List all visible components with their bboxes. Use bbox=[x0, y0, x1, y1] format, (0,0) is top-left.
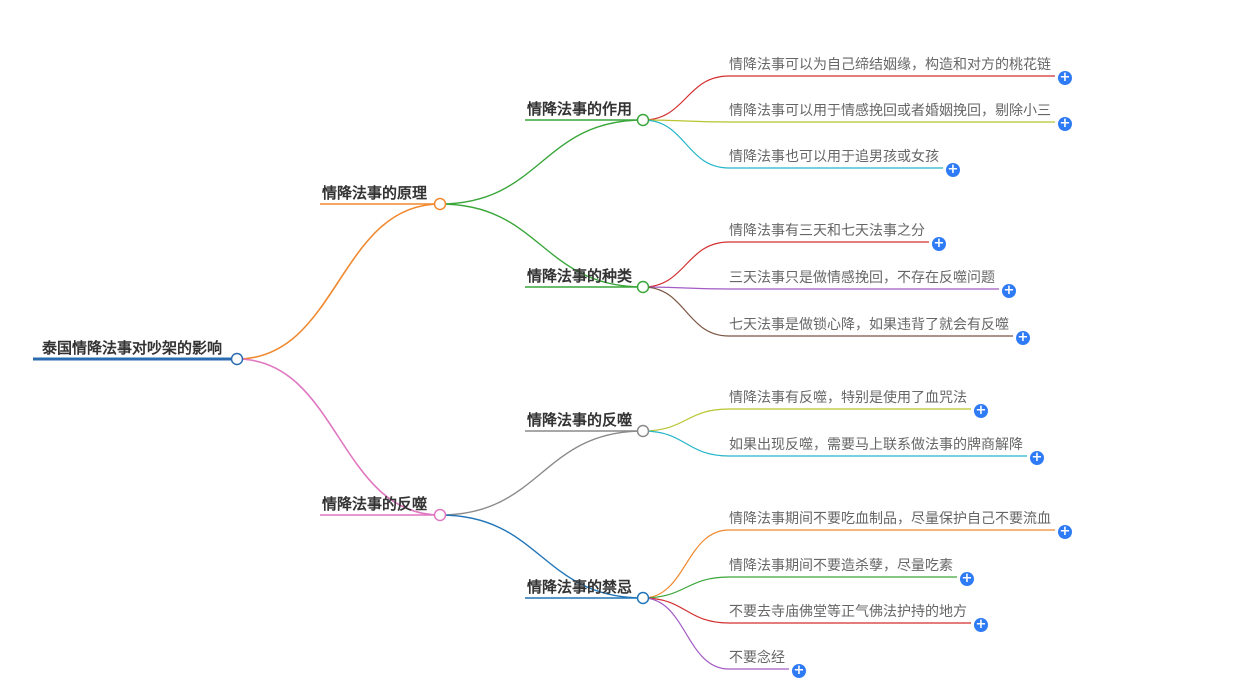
branch-collapse-knob-1[interactable] bbox=[433, 197, 447, 211]
expand-button-1-1-1[interactable]: + bbox=[1057, 70, 1072, 85]
leaf-connector-1-2-3 bbox=[642, 286, 730, 337]
subtopic-collapse-knob-2-1[interactable] bbox=[636, 424, 650, 438]
leaf-topic-2-1-1: 情降法事有反噬，特别是使用了血咒法 bbox=[729, 390, 967, 406]
expand-button-1-1-3[interactable]: + bbox=[945, 162, 960, 177]
leaf-topic-2-2-1: 情降法事期间不要吃血制品，尽量保护自己不要流血 bbox=[729, 511, 1051, 527]
subtopic-connector-2-2 bbox=[439, 514, 644, 599]
leaf-connector-1-1-3 bbox=[642, 119, 730, 169]
subtopic-connector-2-1 bbox=[439, 430, 644, 516]
leaf-connector-2-2-3 bbox=[642, 597, 730, 624]
leaf-topic-2-2-2: 情降法事期间不要造杀孽，尽量吃素 bbox=[729, 558, 953, 574]
subtopic-2-2: 情降法事的禁忌 bbox=[527, 578, 633, 596]
subtopic-connector-1-1 bbox=[439, 119, 644, 205]
subtopic-connector-1-2 bbox=[439, 203, 644, 288]
leaf-topic-2-2-4: 不要念经 bbox=[729, 650, 785, 666]
expand-button-1-1-2[interactable]: + bbox=[1057, 116, 1072, 131]
branch-topic-1: 情降法事的原理 bbox=[322, 184, 428, 202]
leaf-connector-1-2-2 bbox=[642, 286, 730, 290]
expand-button-2-2-3[interactable]: + bbox=[973, 617, 988, 632]
expand-button-1-2-3[interactable]: + bbox=[1015, 330, 1030, 345]
root-collapse-knob[interactable] bbox=[230, 352, 244, 366]
leaf-topic-1-2-1: 情降法事有三天和七天法事之分 bbox=[729, 223, 925, 239]
branch-connector-2 bbox=[236, 358, 441, 516]
leaf-connector-1-1-2 bbox=[642, 119, 730, 123]
leaf-connector-2-1-1 bbox=[642, 408, 730, 432]
leaf-topic-2-2-3: 不要去寺庙佛堂等正气佛法护持的地方 bbox=[729, 604, 967, 620]
expand-button-2-2-1[interactable]: + bbox=[1057, 524, 1072, 539]
leaf-connector-1-1-1 bbox=[642, 75, 730, 121]
leaf-connector-2-2-1 bbox=[642, 529, 730, 599]
expand-button-2-2-2[interactable]: + bbox=[959, 571, 974, 586]
leaf-topic-2-1-2: 如果出现反噬，需要马上联系做法事的牌商解降 bbox=[729, 437, 1023, 453]
leaf-connector-2-1-2 bbox=[642, 430, 730, 457]
leaf-connector-1-2-1 bbox=[642, 241, 730, 288]
branch-connector-1 bbox=[236, 203, 441, 360]
expand-button-2-2-4[interactable]: + bbox=[791, 663, 806, 678]
leaf-topic-1-2-2: 三天法事只是做情感挽回，不存在反噬问题 bbox=[729, 270, 995, 286]
subtopic-2-1: 情降法事的反噬 bbox=[527, 411, 633, 429]
expand-button-2-1-1[interactable]: + bbox=[973, 403, 988, 418]
branch-collapse-knob-2[interactable] bbox=[433, 508, 447, 522]
leaf-topic-1-2-3: 七天法事是做锁心降，如果违背了就会有反噬 bbox=[729, 317, 1009, 333]
subtopic-1-1: 情降法事的作用 bbox=[527, 100, 633, 118]
leaf-topic-1-1-2: 情降法事可以用于情感挽回或者婚姻挽回，剔除小三 bbox=[729, 103, 1051, 119]
leaf-connector-2-2-2 bbox=[642, 576, 730, 599]
leaf-connector-2-2-4 bbox=[642, 597, 730, 670]
leaf-topic-1-1-1: 情降法事可以为自己缔结姻缘，构造和对方的桃花链 bbox=[729, 57, 1051, 73]
subtopic-collapse-knob-2-2[interactable] bbox=[636, 591, 650, 605]
expand-button-1-2-2[interactable]: + bbox=[1001, 283, 1016, 298]
subtopic-collapse-knob-1-1[interactable] bbox=[636, 113, 650, 127]
subtopic-collapse-knob-1-2[interactable] bbox=[636, 280, 650, 294]
root-topic: 泰国情降法事对吵架的影响 bbox=[42, 339, 223, 357]
expand-button-2-1-2[interactable]: + bbox=[1029, 450, 1044, 465]
expand-button-1-2-1[interactable]: + bbox=[931, 236, 946, 251]
branch-topic-2: 情降法事的反噬 bbox=[322, 495, 428, 513]
subtopic-1-2: 情降法事的种类 bbox=[527, 267, 633, 285]
leaf-topic-1-1-3: 情降法事也可以用于追男孩或女孩 bbox=[729, 149, 939, 165]
